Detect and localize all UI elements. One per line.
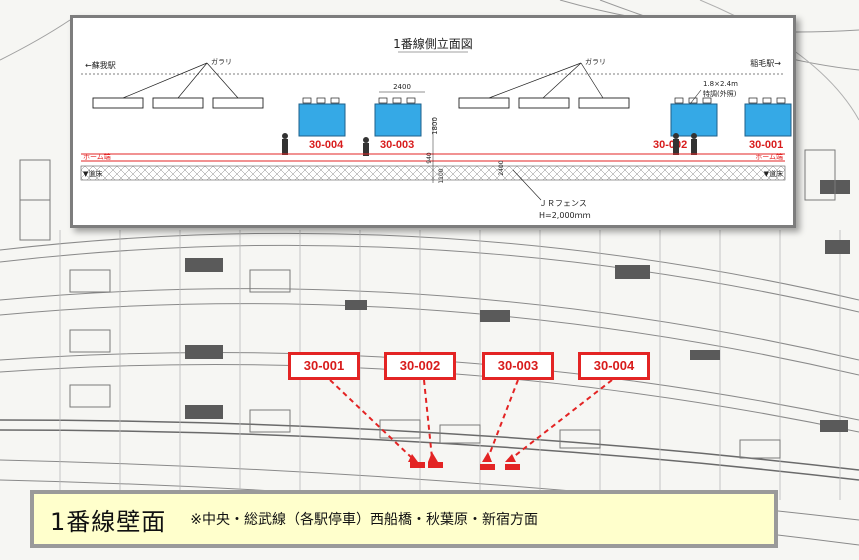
callout-30-004: 30-004 — [578, 352, 650, 380]
dim-c: 2400 — [498, 160, 505, 175]
width-dimension: 2400 — [393, 83, 411, 91]
panel-label-30-003: 30-003 — [380, 139, 414, 151]
elevation-inset: 1番線側立面図 ←蘇我駅 稲毛駅→ — [70, 15, 796, 228]
caption-box: 1番線壁面 ※中央・総武線（各駅停車）西船橋・秋葉原・新宿方面 — [30, 490, 778, 548]
caption-main: 1番線壁面 — [50, 507, 167, 536]
dim-b: 1100 — [438, 168, 445, 183]
elevation-title: 1番線側立面図 — [393, 36, 473, 51]
right-station-label: 稲毛駅→ — [750, 58, 781, 68]
panel-label-30-001: 30-001 — [749, 139, 783, 151]
callout-30-003: 30-003 — [482, 352, 554, 380]
floor-label-right: ▼道床 — [764, 169, 783, 178]
fence-label: ＪＲフェンス — [539, 199, 587, 208]
callout-30-001: 30-001 — [288, 352, 360, 380]
left-station-label: ←蘇我駅 — [85, 60, 116, 70]
dim-a: 940 — [426, 152, 433, 164]
caption-note: ※中央・総武線（各駅停車）西船橋・秋葉原・新宿方面 — [190, 512, 539, 528]
panel-size-label: 1.8×2.4m — [703, 80, 738, 88]
floor-label-left: ▼道床 — [83, 169, 102, 178]
fence-height-label: H=2,000ｍｍ — [539, 211, 591, 220]
callout-30-002: 30-002 — [384, 352, 456, 380]
panel-type-label: 特調(外照) — [703, 89, 737, 98]
glass-louver-label-right: ガラリ — [585, 57, 606, 66]
panel-label-30-002: 30-002 — [653, 139, 687, 151]
elevation-drawing: 1番線側立面図 ←蘇我駅 稲毛駅→ — [80, 36, 792, 220]
home-line-label-right: ホーム端 — [755, 152, 783, 161]
ad-panels — [298, 103, 792, 137]
panel-label-30-004: 30-004 — [309, 139, 344, 151]
glass-louver-label-left: ガラリ — [211, 57, 232, 66]
home-line-label-left: ホーム端 — [83, 152, 111, 161]
height-dimension: 1800 — [431, 117, 439, 135]
